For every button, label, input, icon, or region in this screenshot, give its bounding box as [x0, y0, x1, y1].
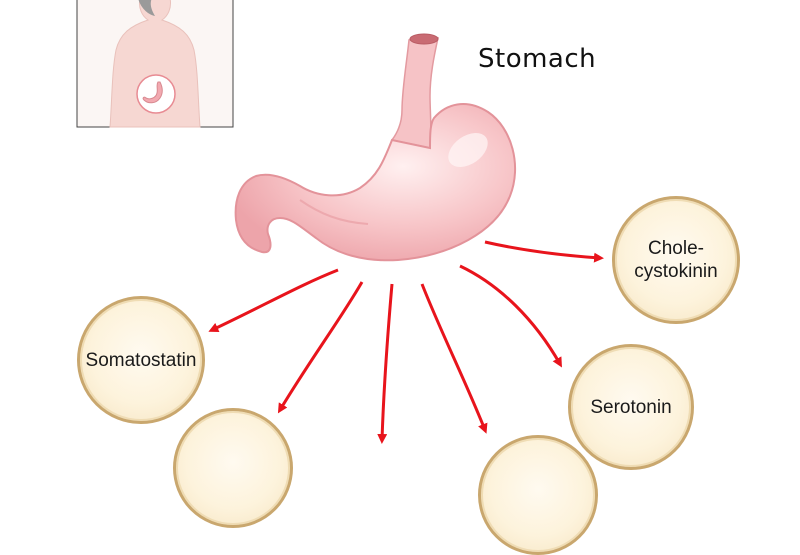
head-shadow — [138, 0, 155, 16]
inset-stomach-highlight-circle — [136, 74, 176, 114]
arrow-to-bottom — [377, 283, 394, 444]
hormone-circle-cholecystokinin: Chole- cystokinin — [612, 196, 740, 324]
hormone-label-serotonin: Serotonin — [590, 396, 672, 418]
arrow-to-cholecystokinin — [484, 240, 604, 263]
diagram-title: Stomach — [478, 44, 597, 74]
body-inset-thumbnail — [76, 0, 234, 128]
hormone-circle-serotonin: Serotonin — [568, 344, 694, 470]
arrow-to-serotonin — [459, 264, 562, 368]
stomach-fold — [299, 199, 369, 225]
arrow-to-lower-left — [277, 281, 364, 414]
hormone-label-somatostatin: Somatostatin — [85, 349, 197, 371]
esophagus-opening — [409, 33, 439, 45]
stomach-highlight — [448, 132, 488, 168]
inset-stomach-icon — [142, 81, 163, 104]
hormone-circle-partial-left — [173, 408, 293, 528]
hormone-label-cholecystokinin: Chole- cystokinin — [634, 238, 718, 282]
hormone-circle-somatostatin: Somatostatin — [77, 296, 205, 424]
stomach-body — [234, 103, 517, 262]
hormone-circle-partial-bottom — [478, 435, 598, 555]
diagram-canvas — [76, 0, 604, 444]
body-silhouette — [109, 0, 201, 128]
hormone-arrows — [208, 240, 604, 444]
stomach-illustration — [234, 33, 517, 262]
arrow-to-lower-right — [420, 283, 488, 434]
arrow-to-somatostatin — [208, 268, 339, 332]
